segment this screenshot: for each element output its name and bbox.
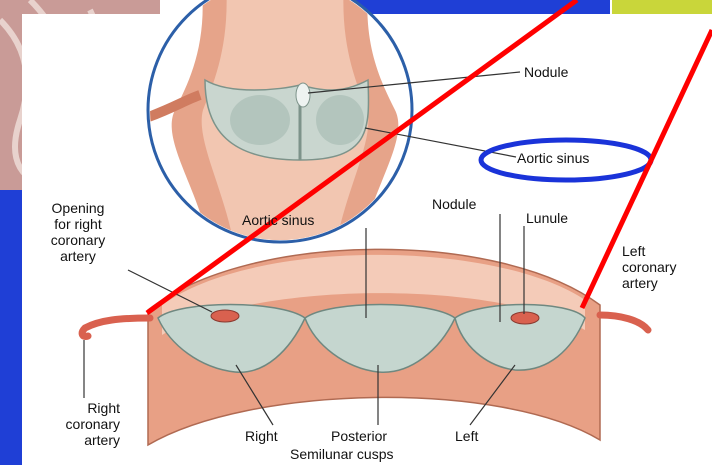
label-nodule-mid: Nodule (432, 196, 476, 212)
label-semilunar-cusps: Semilunar cusps (290, 446, 394, 462)
label-nodule-top: Nodule (524, 64, 568, 80)
label-cusp-posterior: Posterior (331, 428, 387, 444)
left-coronary-opening (511, 312, 539, 324)
label-left-coronary-artery: Left coronary artery (622, 243, 676, 291)
left-blue-bar (0, 190, 22, 465)
label-opening-right-coronary: Opening for right coronary artery (28, 200, 128, 264)
label-aortic-sinus-top: Aortic sinus (517, 150, 589, 166)
label-right-coronary-artery: Right coronary artery (30, 400, 120, 448)
right-coronary-opening (211, 310, 239, 322)
label-aortic-sinus-mid: Aortic sinus (242, 212, 314, 228)
label-cusp-left: Left (455, 428, 478, 444)
label-lunule: Lunule (526, 210, 568, 226)
label-cusp-right: Right (245, 428, 278, 444)
